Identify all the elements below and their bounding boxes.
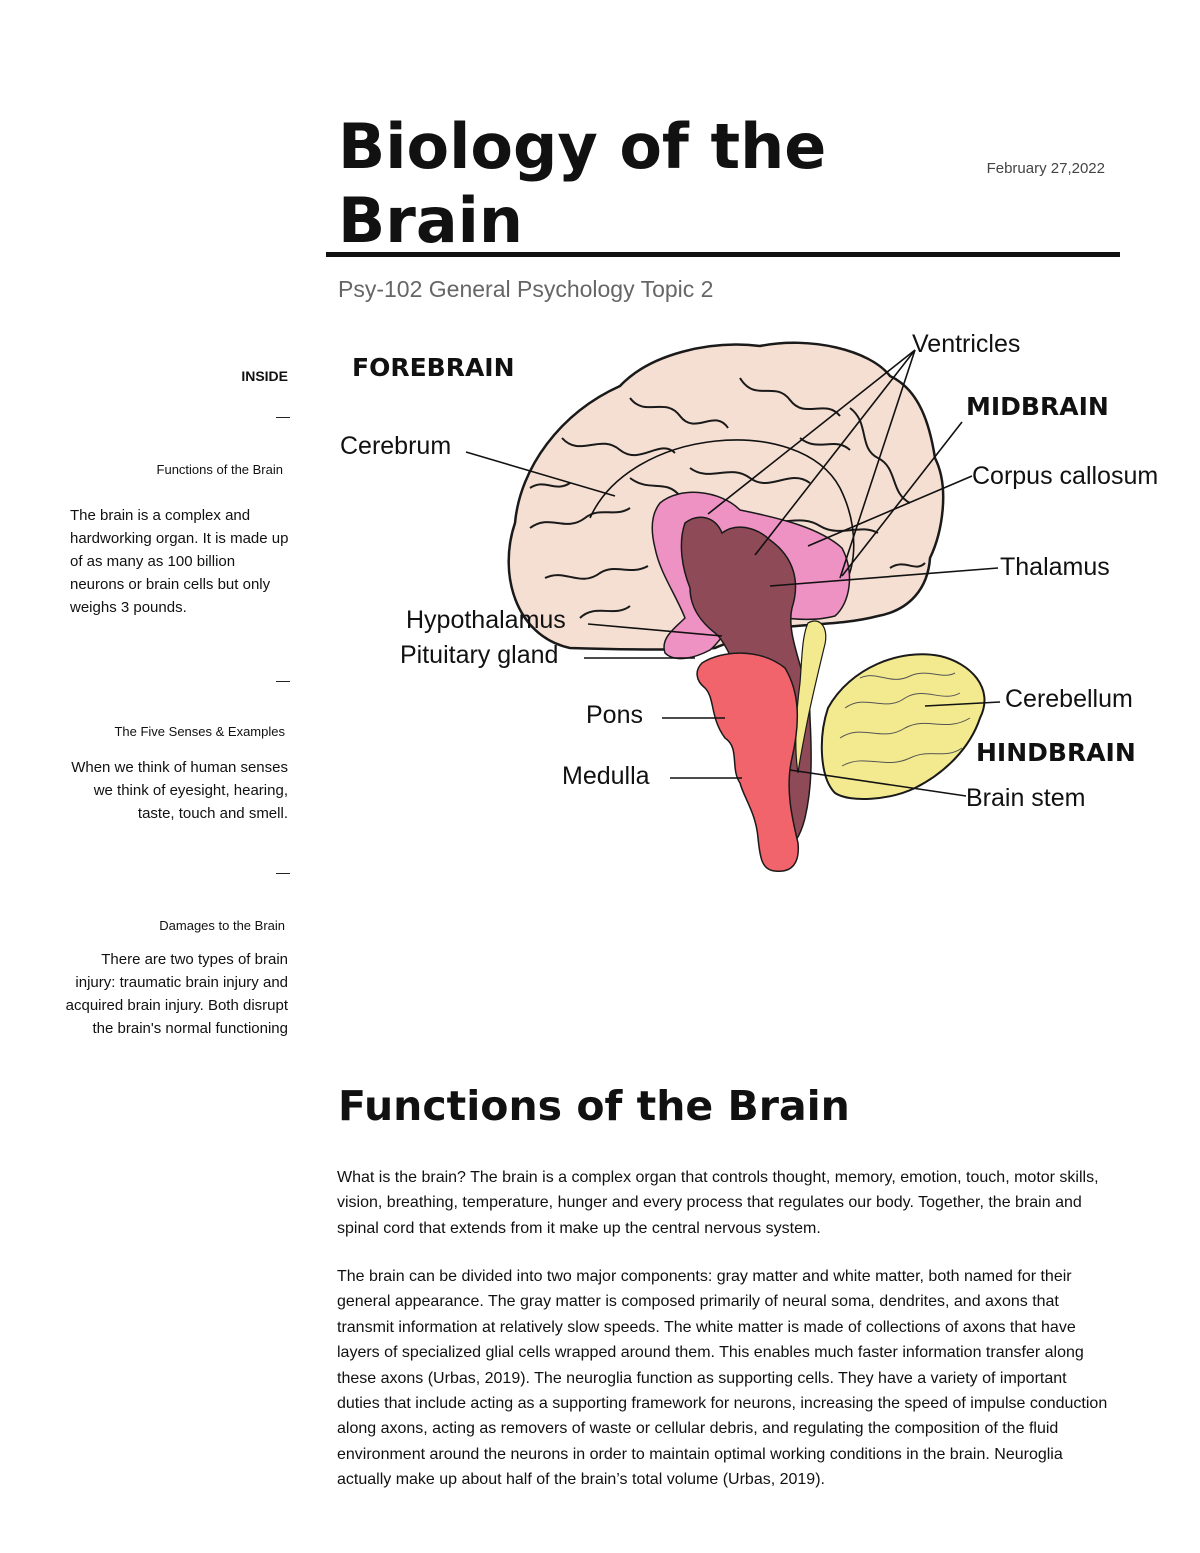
leader-lines <box>465 349 1001 797</box>
label-thalamus: Thalamus <box>1000 553 1110 581</box>
page-subtitle: Psy-102 General Psychology Topic 2 <box>338 276 714 302</box>
label-cerebrum: Cerebrum <box>340 432 451 460</box>
section-heading: Functions of the Brain <box>338 1082 850 1130</box>
publication-date: February 27,2022 <box>986 160 1105 177</box>
sidebar-text-functions: The brain is a complex and hardworking o… <box>70 507 289 616</box>
label-medulla: Medulla <box>562 762 650 790</box>
label-corpus-callosum: Corpus callosum <box>972 462 1158 490</box>
sidebar-inside-label: INSIDE <box>241 368 288 384</box>
sidebar-divider: — <box>276 864 290 880</box>
body-paragraph: The brain can be divided into two major … <box>337 1268 1108 1489</box>
page-title: Biology of the Brain <box>338 110 827 257</box>
region-label-midbrain: MIDBRAIN <box>966 392 1109 421</box>
brain-diagram: FOREBRAIN MIDBRAIN HINDBRAIN Ventricles … <box>340 330 1158 872</box>
label-ventricles: Ventricles <box>912 330 1020 358</box>
cerebellum-shape <box>820 653 986 801</box>
label-pons: Pons <box>586 701 643 729</box>
region-label-forebrain: FOREBRAIN <box>352 353 515 382</box>
label-hypothalamus: Hypothalamus <box>406 606 566 634</box>
sidebar-divider: — <box>276 408 290 424</box>
label-brain-stem: Brain stem <box>966 784 1085 812</box>
sidebar-heading-senses: The Five Senses & Examples <box>114 724 285 739</box>
brainstem-shape <box>696 652 800 872</box>
sidebar-text-senses: When we think of human senses we think o… <box>71 759 288 822</box>
label-pituitary-gland: Pituitary gland <box>400 641 558 669</box>
sidebar-divider: — <box>276 672 290 688</box>
sidebar-heading-damages: Damages to the Brain <box>159 918 285 933</box>
cerebrum-folds <box>529 377 926 619</box>
body-paragraph: What is the brain? The brain is a comple… <box>337 1169 1099 1237</box>
label-cerebellum: Cerebellum <box>1005 685 1133 713</box>
region-label-hindbrain: HINDBRAIN <box>976 738 1136 767</box>
cerebellum-folds <box>839 672 971 767</box>
corpus-callosum-arc <box>589 439 855 584</box>
ventricle-sliver <box>795 620 827 774</box>
title-rule <box>326 252 1120 257</box>
sidebar-text-damages: There are two types of brain injury: tra… <box>65 951 288 1037</box>
sidebar-heading-functions: Functions of the Brain <box>156 462 283 477</box>
